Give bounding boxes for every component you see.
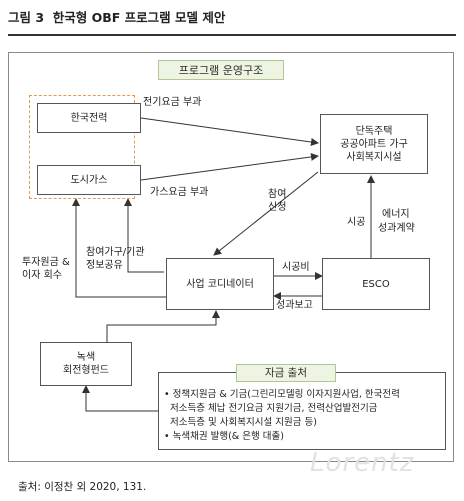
figure-title-text: 한국형 OBF 프로그램 모델 제안: [52, 10, 226, 25]
arrow-invest-return: [72, 198, 166, 298]
label-perf-report: 성과보고: [276, 300, 313, 311]
program-frame: [8, 52, 454, 462]
label-invest-2: 이자 회수: [22, 270, 62, 281]
arrow-info-share: [124, 198, 164, 273]
kepco-node: 한국전력: [37, 103, 141, 133]
funds-item-1: • 정책지원금 & 기금(그린리모델링 이자지원사업, 한국전력: [164, 389, 400, 400]
fund-label-2: 회전형펀드: [63, 365, 109, 376]
label-construction: 시공: [347, 217, 366, 228]
coordinator-label: 사업 코디네이터: [186, 278, 254, 290]
funds-item-3: 저소득층 및 사회복지시설 지원금 등): [164, 417, 317, 428]
gas-label: 도시가스: [70, 174, 108, 186]
funds-list: • 정책지원금 & 기금(그린리모델링 이자지원사업, 한국전력 저소득층 체납…: [164, 388, 444, 444]
funds-item-2: 저소득층 체납 전기요금 지원기금, 전력산업발전기금: [164, 403, 378, 414]
kepco-label: 한국전력: [70, 112, 108, 124]
label-apply-1: 참여: [268, 189, 287, 200]
frame-title-box: 프로그램 운영구조: [158, 60, 284, 80]
housing-node: 단독주택 공공아파트 가구 사회복지시설: [320, 114, 428, 174]
funds-item-4: • 녹색채권 발행(& 은행 대출): [164, 431, 284, 442]
utilities-group: [29, 95, 135, 199]
arrow-apply: [213, 171, 319, 256]
label-invest-1: 투자원금 &: [22, 257, 70, 268]
esco-node: ESCO: [322, 258, 430, 310]
frame-title: 프로그램 운영구조: [178, 63, 264, 77]
funds-header: 자금 출처: [265, 366, 307, 379]
funds-source-box: [158, 372, 446, 450]
coordinator-node: 사업 코디네이터: [166, 258, 274, 310]
fund-node: 녹색 회전형펀드: [40, 342, 132, 386]
watermark-logo: Lorentz: [310, 448, 415, 478]
label-apply-2: 신청: [268, 202, 287, 213]
funds-header-box: 자금 출처: [236, 364, 336, 382]
figure-title: 그림 3 한국형 OBF 프로그램 모델 제안: [8, 6, 456, 36]
label-construction-cost: 시공비: [282, 262, 310, 273]
gas-node: 도시가스: [37, 165, 141, 195]
label-perf-2: 성과계약: [378, 223, 415, 234]
esco-label: ESCO: [362, 278, 390, 290]
housing-label-3: 사회복지시설: [346, 151, 402, 163]
arrow-gas-fee: [140, 152, 319, 181]
label-gas-fee: 가스요금 부과: [150, 187, 209, 198]
source-note: 출처: 이정찬 외 2020, 131.: [18, 481, 147, 493]
housing-label-1: 단독주택: [355, 125, 393, 137]
label-share-1: 참여가구/기관: [86, 247, 145, 258]
label-share-2: 정보공유: [86, 260, 123, 271]
arrow-sources-to-fund: [82, 385, 158, 412]
housing-label-2: 공공아파트 가구: [340, 138, 408, 150]
arrow-fund-to-coordinator: [106, 310, 220, 342]
fund-label-1: 녹색: [76, 352, 96, 363]
figure-number: 그림 3: [8, 10, 45, 25]
label-perf-1: 에너지: [382, 209, 410, 220]
title-underline: [8, 34, 456, 36]
arrow-electric-fee: [140, 117, 319, 146]
label-electric-fee: 전기요금 부과: [143, 97, 202, 108]
